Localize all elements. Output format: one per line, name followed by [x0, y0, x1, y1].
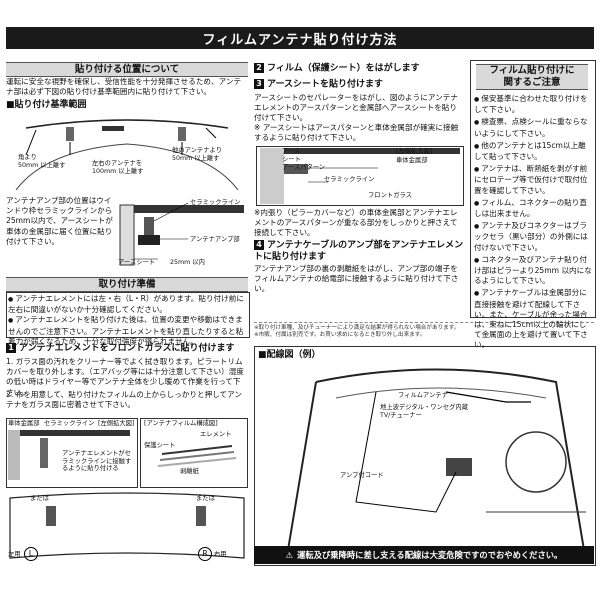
- within-25mm-label: 25mm 以内: [170, 259, 205, 266]
- right-tag: 右用: [214, 551, 227, 558]
- warning-icon: ⚠: [285, 550, 294, 560]
- note-item: アンテナケーブルは金属部分に直接接触を避けて配線して下さい。また、ケーブルが余っ…: [474, 288, 592, 350]
- note-item: 検査票、点検シールに重ならないようにして下さい。: [474, 117, 592, 138]
- note-item: コネクター及びアンテナ貼り付け部はピラーより25mm 以内になるようにして下さい…: [474, 255, 592, 287]
- wiring-box: [254, 346, 596, 566]
- amp-label: アンテナアンプ部: [190, 236, 240, 243]
- divider: [254, 322, 594, 323]
- left-right-windshield-figure: [9, 492, 245, 559]
- note-item: フィルム、コネクターの貼り直しは出来ません。: [474, 198, 592, 219]
- windshield-range-diagram: [15, 119, 239, 190]
- fig-note-label: アンテナエレメントがセラミックラインに接触するように貼り付ける: [62, 450, 132, 472]
- fig-ceramic-label: セラミックライン: [44, 420, 95, 427]
- page-title: フィルムアンテナ貼り付け方法: [6, 27, 594, 49]
- fig-earth-label: アース シート: [282, 148, 301, 163]
- or-label-2: または: [196, 495, 215, 502]
- prep-header: 取り付け準備: [6, 277, 248, 292]
- amp-position-text: アンテナアンプ部の位置はウインドウ枠セラミックラインから25mm以内で、アースシ…: [6, 196, 113, 246]
- placement-intro: 運転に安全な視野を確保し、受信性能を十分発揮させるため、アンテナ部は必ず下図の貼…: [6, 77, 242, 97]
- note-item: アンテナは、断熱紙を剥がす前にセロテープ等で仮付けで取付位置を確認して下さい。: [474, 164, 592, 196]
- corner-label: 角より 50mm 以上離す: [18, 154, 66, 169]
- cord-label: アンプ付コード: [340, 472, 384, 479]
- step1-body-1: 1. ガラス面の汚れをクリーナー等でよく拭き取ります。ピラートリムカバーを取り外…: [6, 357, 244, 397]
- note-item: 保安基準に合わせた取り付けをして下さい。: [474, 94, 592, 115]
- footnote-2: ※市販、付属は別売です。お買い求めになるとき取り外し出来ます。: [254, 332, 426, 338]
- warning-text: 運転及び乗降時に差し支える配線は大変危険ですのでおやめください。: [297, 550, 563, 560]
- step4-body: アンテナアンプ部の裏の剥離紙をはがし、アンプ部の端子をフィルムアンテナの給電部に…: [254, 264, 459, 294]
- or-label-1: または: [30, 495, 49, 502]
- between-label: 左右のアンテナを 100mm 以上離す: [92, 160, 144, 175]
- film-structure-figure: [140, 418, 248, 488]
- earth-sheet-label: アースシート: [118, 259, 156, 266]
- fig-earth-pattern-label: アースパターン: [282, 164, 326, 171]
- tuner-label: 地上波デジタル・ワンセグ内蔵 TV/チューナー: [380, 404, 469, 419]
- std-range-label: ■貼り付け基準範囲: [6, 100, 87, 110]
- earth-sheet-figure: [256, 146, 464, 206]
- step3-note2: ※内張り（ピラーカバーなど）の車体金属部とアンテナエレメントのアースパターンが重…: [254, 208, 458, 238]
- other-antenna-label: 他のアンテナより 50mm 以上離す: [172, 147, 222, 162]
- left-tag: 左用: [8, 551, 21, 558]
- wiring-diagram: [285, 368, 587, 562]
- step3-body: アースシートのセパレーターをはがし、図のようにアンテナエレメントのアースパターン…: [254, 93, 458, 123]
- warning-bar: ⚠運転及び乗降時に差し支える配線は大変危険ですのでおやめください。: [254, 546, 594, 564]
- fig-struct-label: [アンテナフィルム構成図]: [144, 420, 218, 427]
- fig-metal-label: 車体金属部: [8, 420, 40, 427]
- footnotes: ※取り付け車種、及びチューナーにより満足な結果が得られない場合があります。 ※市…: [254, 325, 594, 339]
- ceramic-line-label: セラミックライン: [190, 199, 241, 206]
- prep-item-2: アンテナエレメントを貼り付けた後は、位置の変更や移動はできませんのでご注意下さい…: [8, 315, 248, 347]
- amp-position-diagram: [119, 202, 244, 266]
- fig-ceramic-label-2: セラミックライン: [324, 176, 375, 183]
- wiring-title: ■配線図（例）: [258, 350, 321, 360]
- prep-box: アンテナエレメントには左・右（L・R）があります。貼り付け前に左右に間違いがない…: [6, 292, 250, 346]
- step3-note: ※ アースシートはアースパターンと車体金属部が確実に接触するように貼り付けて下さ…: [254, 123, 459, 143]
- fig-metal-label-2: 車体金属部: [396, 157, 428, 164]
- fig-zoom-label: [左側拡大図]: [98, 420, 135, 427]
- fig-zoom-label-2: [左側拡大図]: [396, 148, 433, 155]
- earth-sheet-drawing: [260, 148, 460, 204]
- fig-release-label: 剥離紙: [180, 468, 199, 475]
- film-layers-drawing: [157, 445, 237, 467]
- footnote-1: ※取り付け車種、及びチューナーにより満足な結果が得られない場合があります。: [254, 325, 460, 331]
- r-badge: R: [198, 547, 212, 561]
- notes-list: 保安基準に合わせた取り付けをして下さい。 検査票、点検シールに重ならないようにし…: [474, 94, 592, 353]
- note-item: アンテナ及びコネクターはブラックセラ（黒い部分）の外側には付けないで下さい。: [474, 221, 592, 253]
- left-zoom-figure: [6, 418, 138, 488]
- fig-glass-label: フロントガラス: [368, 192, 412, 199]
- placement-header: 貼り付ける位置について: [6, 62, 248, 77]
- step1-body-2: 2. 布を用意して、貼り付けたフィルムの上からしっかりと押してアンテナをガラス面…: [6, 390, 243, 410]
- prep-item-1: アンテナエレメントには左・右（L・R）があります。貼り付け前に左右に間違いがない…: [8, 294, 248, 315]
- fig-element-label: エレメント: [200, 431, 232, 438]
- fig-protect-label: 保護シート: [144, 442, 176, 449]
- element-placement-figure: [8, 430, 130, 480]
- note-item: 他のアンテナとは15cm以上離して貼って下さい。: [474, 141, 592, 162]
- notes-header: フィルム貼り付けに 関するご注意: [476, 64, 588, 90]
- l-badge: L: [24, 547, 38, 561]
- film-antenna-label: フィルムアンテナ: [398, 392, 448, 399]
